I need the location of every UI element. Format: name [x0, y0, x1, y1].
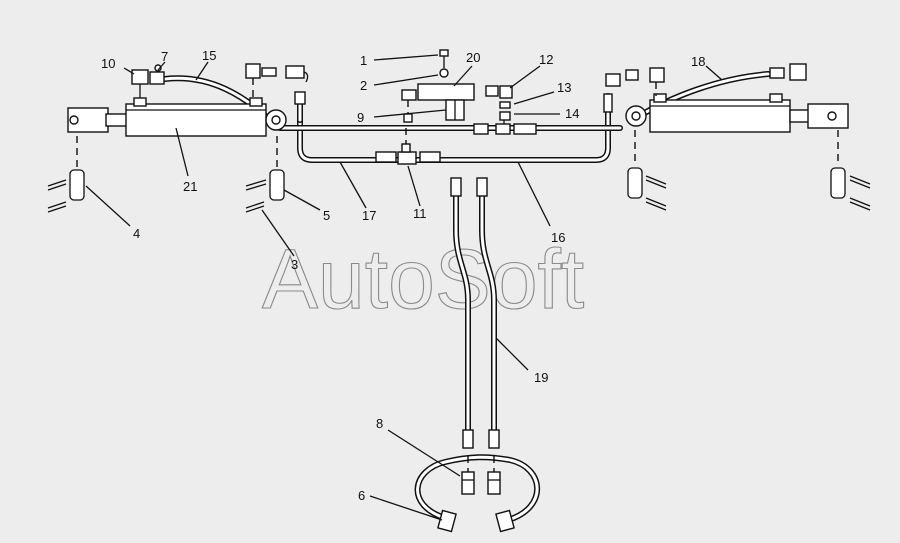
- pin-left-4: [47, 136, 85, 213]
- callout-18: 18: [691, 54, 705, 69]
- cylinder-21-left: [67, 97, 287, 137]
- callout-1: 1: [360, 53, 367, 68]
- callout-2: 2: [360, 78, 367, 93]
- callout-10: 10: [101, 56, 115, 71]
- valve-block-20: [417, 83, 475, 121]
- callout-labels: 1 2 3 4 5 6 7 8 9 10 11 12 13 14 15 16 1…: [101, 48, 705, 503]
- hose-loop-16-17: [277, 93, 623, 163]
- callout-15: 15: [202, 48, 216, 63]
- callout-5: 5: [323, 208, 330, 223]
- fitting-13: [499, 101, 511, 109]
- callout-11: 11: [413, 206, 427, 221]
- callout-8: 8: [376, 416, 383, 431]
- bolt-1: [439, 49, 449, 68]
- fitting-14: [499, 111, 511, 121]
- top-right-fittings: [605, 63, 807, 96]
- watermark: AutoSoft: [262, 232, 584, 326]
- pin-right-outer: [830, 130, 871, 211]
- top-left-elbow-fittings: [245, 63, 309, 98]
- callout-7: 7: [161, 49, 168, 64]
- callout-19: 19: [534, 370, 548, 385]
- hose-18: [633, 71, 771, 121]
- callout-3: 3: [291, 257, 298, 272]
- pipe-left-vertical: [294, 91, 306, 123]
- washer-2: [439, 68, 449, 78]
- callout-9: 9: [357, 110, 364, 125]
- fitting-10: [131, 69, 149, 98]
- leader-lines: [85, 54, 723, 521]
- hose-6-loop: [414, 454, 540, 533]
- callout-4: 4: [133, 226, 140, 241]
- fitting-7: [149, 64, 165, 85]
- cylinder-right: [625, 93, 849, 133]
- callout-6: 6: [358, 488, 365, 503]
- pin-left-5: [245, 136, 285, 213]
- tee-fitting-11: [375, 128, 441, 165]
- fitting-8: [461, 456, 501, 495]
- callout-17: 17: [362, 208, 376, 223]
- callout-14: 14: [565, 106, 579, 121]
- fittings-12: [485, 85, 513, 99]
- callout-20: 20: [466, 50, 480, 65]
- callout-21: 21: [183, 179, 197, 194]
- callout-16: 16: [551, 230, 565, 245]
- hoses-19: [450, 177, 500, 449]
- tee-fitting-upper: [473, 120, 537, 135]
- pipe-right-vertical: [603, 93, 613, 113]
- callout-13: 13: [557, 80, 571, 95]
- callout-12: 12: [539, 52, 553, 67]
- pin-right-inner: [627, 130, 667, 211]
- fitting-9: [401, 89, 417, 123]
